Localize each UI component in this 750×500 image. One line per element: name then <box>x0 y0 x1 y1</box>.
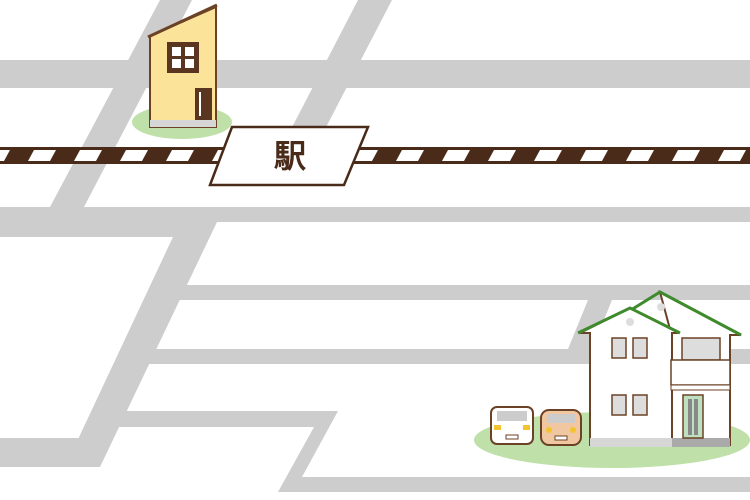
door-icon <box>195 88 212 120</box>
track-stripe <box>166 150 194 161</box>
track-stripe <box>120 150 148 161</box>
road-connector-right <box>568 300 612 349</box>
station-label: 駅 <box>273 137 306 175</box>
road-mid-horizontal <box>0 207 750 237</box>
large-house-with-cars <box>474 290 750 468</box>
track-stripe <box>626 150 654 161</box>
road-horizontal-2 <box>173 285 750 300</box>
track-stripe <box>580 150 608 161</box>
window-icon <box>167 42 199 73</box>
road-horizontal-4 <box>105 411 750 492</box>
road-top-horizontal <box>0 60 750 88</box>
track-stripe <box>28 150 56 161</box>
track-stripe <box>488 150 516 161</box>
road-center-diagonal <box>288 0 392 135</box>
door-icon <box>682 394 704 439</box>
road-left-bottom <box>0 438 80 467</box>
small-house <box>132 3 232 139</box>
track-stripe <box>534 150 562 161</box>
track-stripe <box>396 150 424 161</box>
road-big-diagonal <box>65 222 217 467</box>
track-stripe <box>442 150 470 161</box>
track-stripe <box>672 150 700 161</box>
car-tan-icon <box>540 409 582 446</box>
track-stripe <box>74 150 102 161</box>
car-white-icon <box>490 406 534 445</box>
track-stripe <box>0 150 10 161</box>
railway-track <box>0 147 750 164</box>
station-platform[interactable] <box>208 125 370 187</box>
track-stripe <box>718 150 746 161</box>
